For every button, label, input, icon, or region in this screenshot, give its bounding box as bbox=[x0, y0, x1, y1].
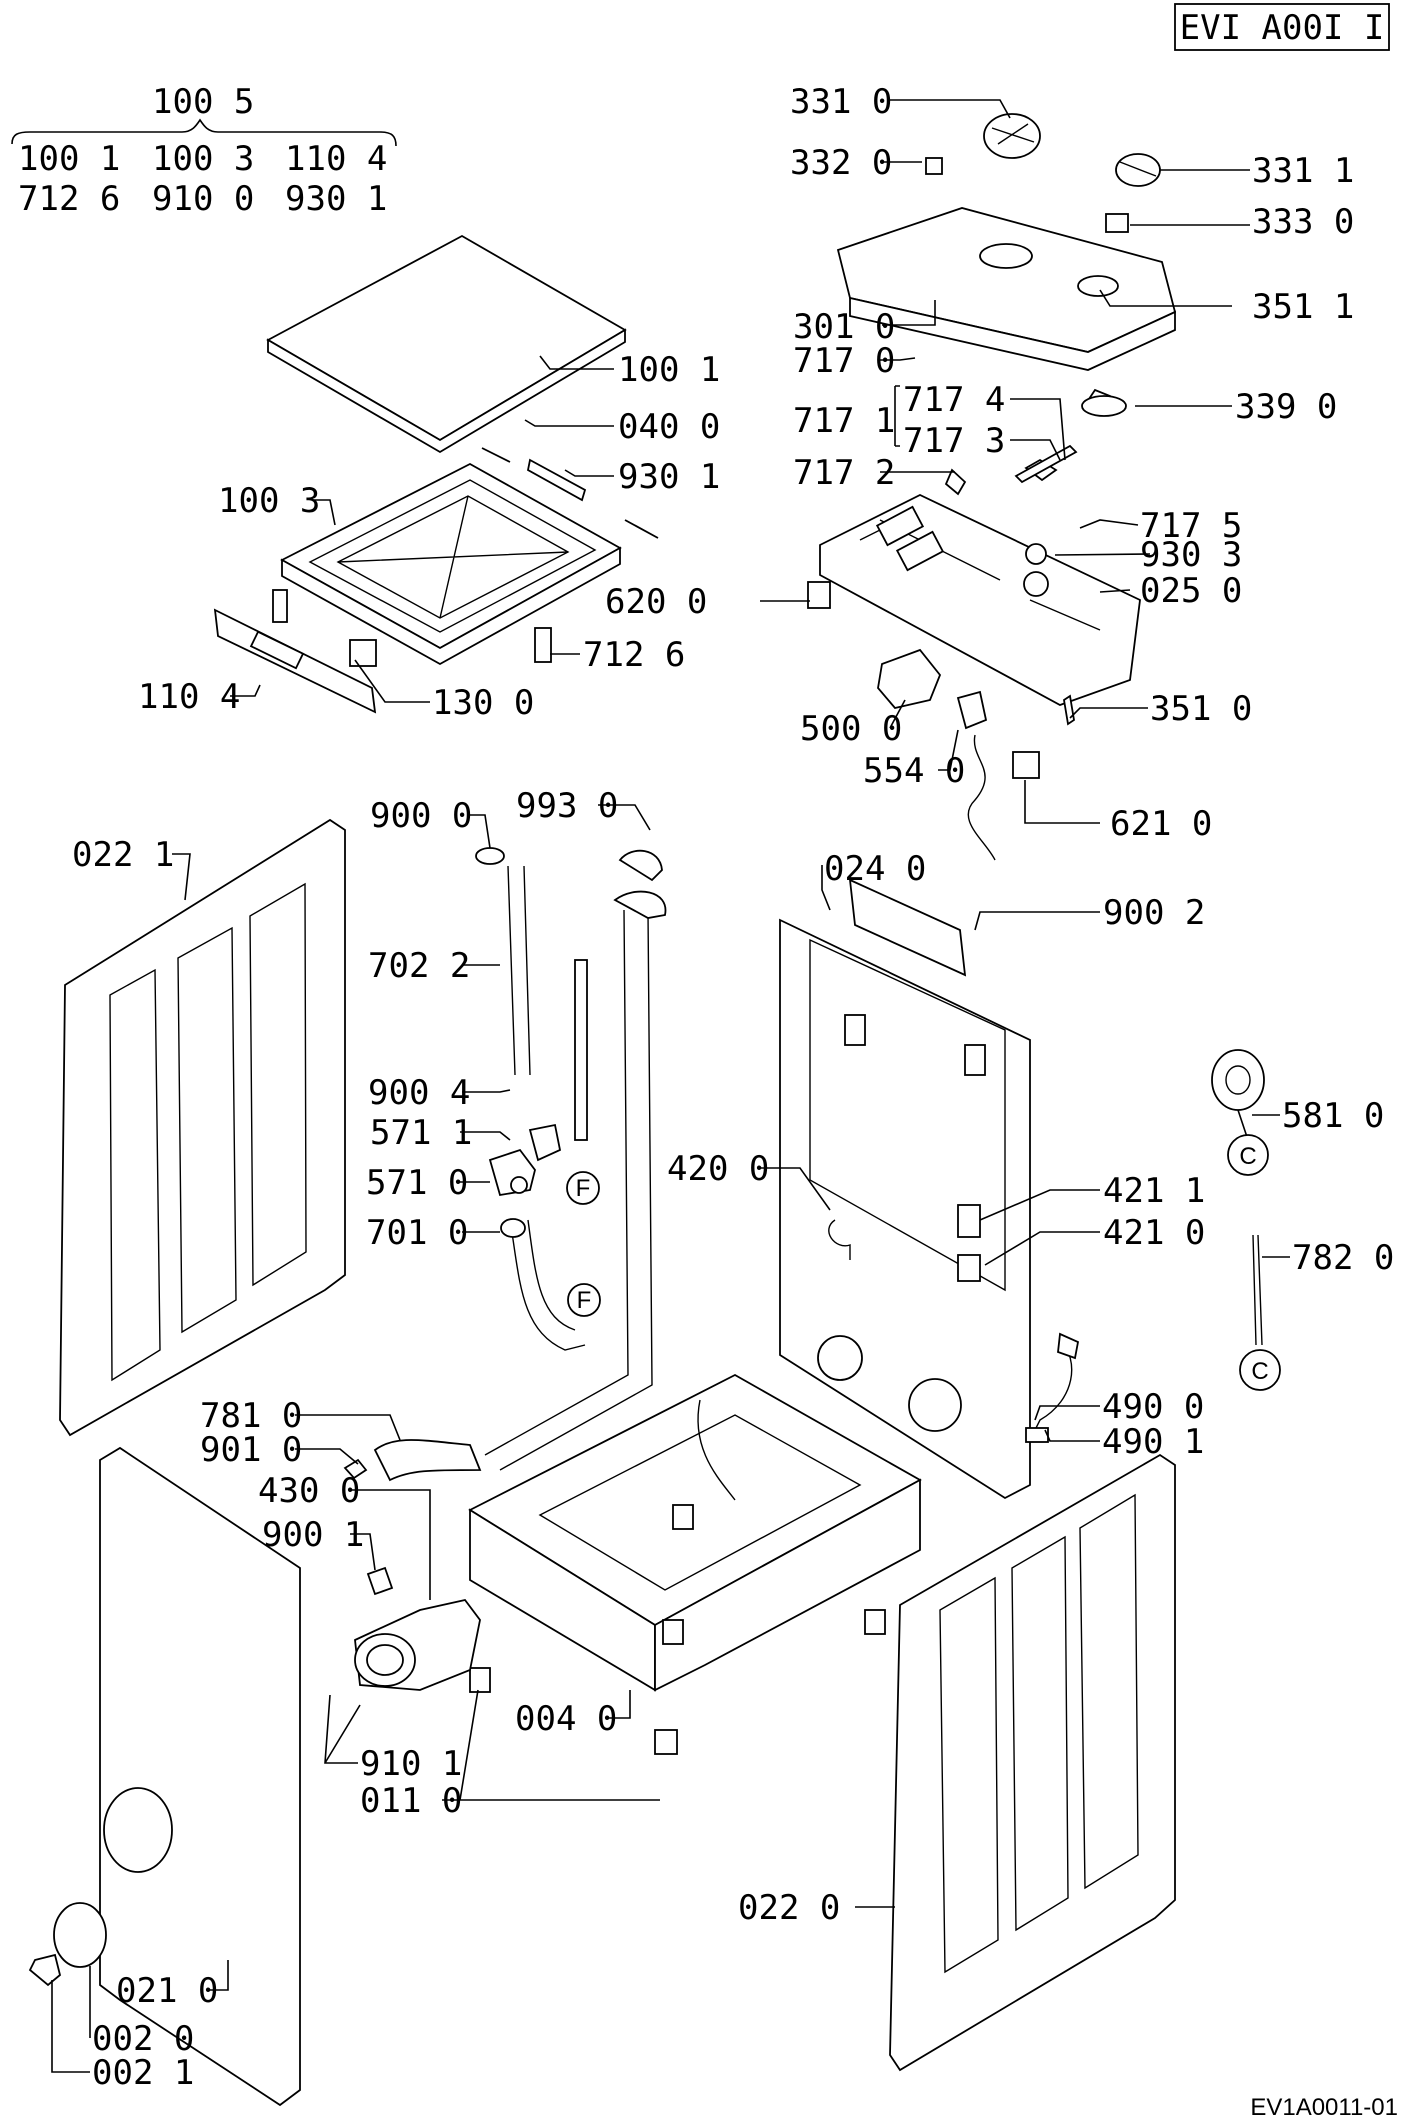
label-717-4: 717 4 bbox=[903, 380, 1005, 420]
rear-frame-drawing bbox=[779, 878, 1031, 1500]
label-701-0: 701 0 bbox=[366, 1213, 468, 1253]
leader-lines bbox=[51, 99, 1290, 2073]
label-717-5: 717 5 bbox=[1140, 506, 1242, 546]
label-490-0: 490 0 bbox=[1102, 1387, 1204, 1427]
label-717-3: 717 3 bbox=[903, 421, 1005, 461]
label-332-0: 332 0 bbox=[790, 143, 892, 183]
label-351-0: 351 0 bbox=[1150, 689, 1252, 729]
label-110-4: 110 4 bbox=[138, 677, 240, 717]
base-frame-drawing bbox=[468, 1373, 922, 1692]
label-900-0: 900 0 bbox=[370, 796, 472, 836]
label-351-1: 351 1 bbox=[1252, 287, 1354, 327]
label-011-0: 011 0 bbox=[360, 1781, 462, 1821]
connector-c-upper: C bbox=[1239, 1143, 1256, 1170]
connector-markers: F F C C bbox=[566, 1134, 1281, 1391]
label-339-0: 339 0 bbox=[1235, 387, 1337, 427]
label-025-0: 025 0 bbox=[1140, 571, 1242, 611]
label-900-4: 900 4 bbox=[368, 1073, 470, 1113]
connector-f-lower: F bbox=[577, 1287, 592, 1314]
group-item: 100 3 bbox=[152, 139, 254, 179]
label-500-0: 500 0 bbox=[800, 709, 902, 749]
knobs-drawing bbox=[925, 113, 1161, 233]
label-130-0: 130 0 bbox=[432, 683, 534, 723]
feet-drawing bbox=[469, 1504, 886, 1755]
label-021-0: 021 0 bbox=[116, 1971, 218, 2011]
label-421-0: 421 0 bbox=[1103, 1213, 1205, 1253]
drawing-number: EV1A0011-01 bbox=[1250, 2094, 1398, 2121]
label-100-3: 100 3 bbox=[218, 481, 320, 521]
power-cable-drawing bbox=[1025, 1332, 1080, 1443]
hoses-drawing bbox=[373, 847, 667, 1482]
front-panel-drawing bbox=[99, 1446, 301, 2107]
label-781-0: 781 0 bbox=[200, 1396, 302, 1436]
label-554-0: 554 0 bbox=[863, 751, 965, 791]
label-333-0: 333 0 bbox=[1252, 202, 1354, 242]
right-side-panel-drawing bbox=[889, 1453, 1176, 2072]
part-labels: 331 0 332 0 331 1 333 0 351 1 301 0 717 … bbox=[72, 82, 1394, 2093]
label-331-1: 331 1 bbox=[1252, 151, 1354, 191]
label-004-0: 004 0 bbox=[515, 1699, 617, 1739]
label-571-0: 571 0 bbox=[366, 1163, 468, 1203]
label-717-1: 717 1 bbox=[793, 401, 895, 441]
control-strip-drawing bbox=[213, 608, 377, 714]
label-717-2: 717 2 bbox=[793, 453, 895, 493]
group-item: 910 0 bbox=[152, 179, 254, 219]
label-901-0: 901 0 bbox=[200, 1430, 302, 1470]
water-valves-drawing bbox=[488, 1123, 562, 1197]
door-lock-drawing bbox=[877, 648, 1075, 861]
top-lid-drawing bbox=[266, 234, 627, 454]
controller-board-drawing bbox=[819, 493, 1141, 706]
label-900-2: 900 2 bbox=[1103, 893, 1205, 933]
document-code: EVI A00I I bbox=[1180, 8, 1385, 48]
label-024-0: 024 0 bbox=[824, 849, 926, 889]
label-712-6: 712 6 bbox=[583, 635, 685, 675]
label-930-1: 930 1 bbox=[618, 457, 720, 497]
top-frame-drawing bbox=[280, 462, 622, 666]
label-930-3: 930 3 bbox=[1140, 535, 1242, 575]
label-782-0: 782 0 bbox=[1292, 1238, 1394, 1278]
connector-f-upper: F bbox=[576, 1175, 591, 1202]
document-code-box: EVI A00I I bbox=[1174, 3, 1390, 51]
label-910-1: 910 1 bbox=[360, 1744, 462, 1784]
label-002-1: 002 1 bbox=[92, 2053, 194, 2093]
label-581-0: 581 0 bbox=[1282, 1096, 1384, 1136]
group-item: 930 1 bbox=[285, 179, 387, 219]
control-panel-drawing bbox=[836, 207, 1177, 371]
label-002-0: 002 0 bbox=[92, 2019, 194, 2059]
label-331-0: 331 0 bbox=[790, 82, 892, 122]
label-702-2: 702 2 bbox=[368, 946, 470, 986]
label-993-0: 993 0 bbox=[516, 786, 618, 826]
label-100-1: 100 1 bbox=[618, 350, 720, 390]
label-571-1: 571 1 bbox=[370, 1113, 472, 1153]
group-item: 712 6 bbox=[18, 179, 120, 219]
group-header-title: 100 5 bbox=[152, 82, 254, 122]
label-490-1: 490 1 bbox=[1102, 1422, 1204, 1462]
small-electrical-parts-drawing bbox=[807, 388, 1127, 609]
label-717-0: 717 0 bbox=[793, 341, 895, 381]
label-620-0: 620 0 bbox=[605, 582, 707, 622]
pressure-sensor-drawing bbox=[1211, 1049, 1265, 1346]
label-420-0: 420 0 bbox=[667, 1149, 769, 1189]
label-900-1: 900 1 bbox=[262, 1515, 364, 1555]
label-421-1: 421 1 bbox=[1103, 1171, 1205, 1211]
small-top-parts-drawing bbox=[272, 447, 659, 667]
left-side-panel-drawing bbox=[59, 818, 346, 1437]
group-header: 100 5 100 1 100 3 110 4 712 6 910 0 930 … bbox=[11, 82, 397, 219]
label-022-0: 022 0 bbox=[738, 1888, 840, 1928]
filter-door-drawing bbox=[28, 1902, 107, 1987]
group-item: 110 4 bbox=[285, 139, 387, 179]
group-item: 100 1 bbox=[18, 139, 120, 179]
label-301-0: 301 0 bbox=[793, 307, 895, 347]
label-040-0: 040 0 bbox=[618, 407, 720, 447]
drain-pump-drawing bbox=[343, 1458, 481, 1691]
connector-c-lower: C bbox=[1251, 1358, 1268, 1385]
label-430-0: 430 0 bbox=[258, 1471, 360, 1511]
label-022-1: 022 1 bbox=[72, 835, 174, 875]
label-621-0: 621 0 bbox=[1110, 804, 1212, 844]
